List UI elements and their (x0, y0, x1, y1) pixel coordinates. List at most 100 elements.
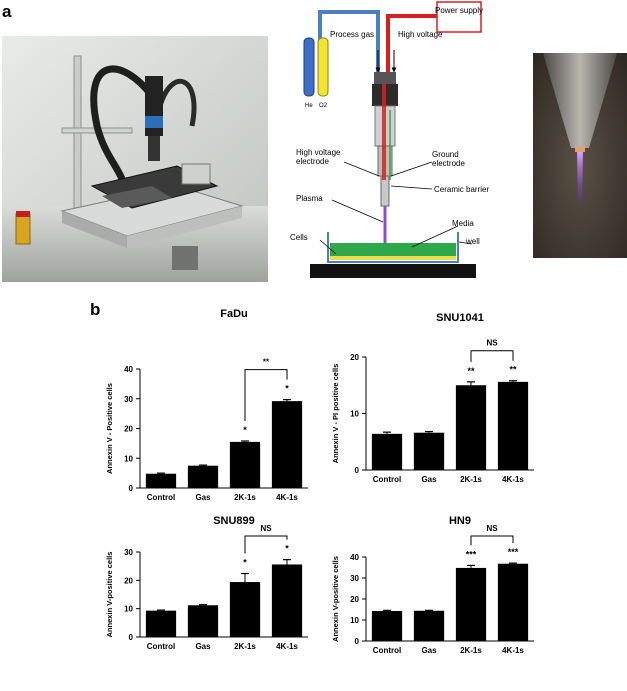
y-tick-label: 30 (350, 574, 359, 583)
bar (413, 432, 445, 470)
chart-title: SNU1041 (436, 312, 484, 324)
significance-mark: *** (508, 547, 519, 557)
y-tick-label: 20 (350, 353, 359, 362)
significance-mark: ** (509, 365, 517, 375)
bracket-label: NS (486, 339, 498, 348)
bracket-label: NS (260, 524, 272, 533)
category-label: Control (373, 475, 401, 484)
category-label: 2K-1s (234, 493, 256, 502)
chart-title: FaDu (220, 308, 248, 320)
category-label: 2K-1s (460, 475, 482, 484)
bar (187, 465, 219, 488)
gas-line (318, 10, 380, 72)
bar (413, 610, 445, 641)
significance-mark: * (285, 384, 289, 394)
y-tick-label: 40 (124, 365, 133, 374)
category-label: 4K-1s (502, 475, 524, 484)
bar (187, 605, 219, 637)
chart-title: SNU899 (213, 515, 255, 527)
y-tick-label: 0 (355, 637, 360, 646)
media-layer (330, 243, 456, 257)
label-process-gas: Process gas (330, 30, 374, 39)
y-tick-label: 10 (350, 616, 359, 625)
significance-mark: *** (466, 549, 477, 559)
bar (271, 401, 303, 488)
category-label: 2K-1s (234, 642, 256, 651)
device-photo (2, 36, 268, 282)
y-axis-label: Annexin V-positive cells (331, 556, 340, 642)
category-label: 2K-1s (460, 646, 482, 655)
comparison-bracket (244, 369, 288, 421)
significance-mark: * (285, 544, 289, 554)
y-axis-label: Annexin V - Positive cells (105, 383, 114, 474)
label-well: well (465, 237, 480, 246)
bar (455, 567, 487, 641)
comparison-bracket (470, 535, 514, 546)
category-label: Gas (421, 646, 437, 655)
bar (229, 441, 261, 488)
y-tick-label: 20 (124, 576, 133, 585)
label-high-voltage: High voltage (398, 30, 443, 39)
significance-mark: * (243, 425, 247, 435)
y-tick-label: 20 (350, 595, 359, 604)
torch-cap (374, 72, 396, 84)
label-o2: O2 (319, 103, 328, 109)
category-label: 4K-1s (502, 646, 524, 655)
chart-snu899: SNU899 0 10 20 30 Annexin V-positive cellsCon… (105, 515, 308, 651)
category-label: 4K-1s (276, 493, 298, 502)
stage-base (310, 264, 476, 278)
label-cells: Cells (290, 233, 308, 242)
label-media: Media (452, 219, 474, 228)
y-tick-label: 0 (355, 466, 360, 475)
category-label: Gas (421, 475, 437, 484)
significance-mark: * (243, 558, 247, 568)
bar (497, 381, 529, 470)
category-label: Gas (195, 493, 211, 502)
label-power-supply: Power supply (435, 6, 483, 15)
bar (497, 563, 529, 641)
chart-hn9: HN9 0 10 20 30 40 Annexin V-positive cellsCont… (331, 515, 534, 655)
he-cylinder (303, 37, 315, 97)
bar (229, 582, 261, 637)
category-label: Control (373, 646, 401, 655)
bracket-label: ** (263, 358, 270, 367)
y-tick-label: 0 (129, 633, 134, 642)
y-axis-label: Annexin V-positive cells (105, 552, 114, 638)
o2-cylinder (317, 37, 329, 97)
comparison-bracket (470, 350, 514, 362)
category-label: Gas (195, 642, 211, 651)
category-label: Control (147, 493, 175, 502)
bar (271, 564, 303, 637)
y-tick-label: 10 (124, 605, 133, 614)
y-tick-label: 10 (124, 454, 133, 463)
bracket-label: NS (486, 524, 498, 533)
bar (145, 610, 177, 637)
y-tick-label: 40 (350, 553, 359, 562)
bar (145, 473, 177, 488)
power-supply-text: Power supply (435, 6, 483, 15)
y-tick-label: 10 (350, 410, 359, 419)
y-tick-label: 30 (124, 548, 133, 557)
panel-a-label: a (2, 2, 12, 21)
significance-mark: ** (467, 366, 475, 376)
bar (371, 433, 403, 470)
bar (455, 385, 487, 470)
plasma-schematic: Process gas High voltage Power supply He… (282, 0, 489, 285)
label-hv-electrode: High voltage electrode (296, 148, 341, 166)
label-he: He (305, 103, 313, 109)
plasma-jet-photo (533, 53, 627, 258)
label-ceramic-barrier: Ceramic barrier (434, 185, 489, 194)
y-tick-label: 30 (124, 395, 133, 404)
cell-layer (330, 256, 456, 260)
category-label: 4K-1s (276, 642, 298, 651)
label-ground-electrode: Ground electrode (432, 150, 465, 168)
y-tick-label: 20 (124, 425, 133, 434)
power-supply-box (436, 1, 482, 33)
label-plasma: Plasma (296, 194, 323, 203)
panel-b-label: b (90, 300, 101, 319)
hv-line (386, 14, 437, 72)
chart-title: HN9 (449, 515, 471, 527)
y-tick-label: 0 (129, 484, 134, 493)
category-label: Control (147, 642, 175, 651)
y-axis-label: Annexin V - PI positive cells (331, 364, 340, 464)
